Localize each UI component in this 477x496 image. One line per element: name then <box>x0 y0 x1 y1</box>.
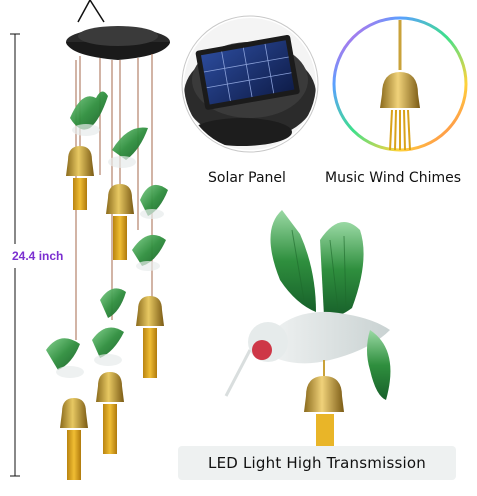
bell <box>60 146 164 428</box>
wind-chime-illustration <box>10 0 170 480</box>
gold-bell <box>304 376 344 412</box>
height-measurement: 24.4 inch <box>12 249 64 263</box>
bell-closeup <box>332 16 468 152</box>
solar-panel-label: Solar Panel <box>208 170 286 186</box>
bird-body <box>260 311 390 364</box>
gold-bell <box>380 72 420 108</box>
red-throat <box>252 340 272 360</box>
bird-tail <box>367 330 391 400</box>
tassel <box>67 178 157 480</box>
led-banner: LED Light High Transmission <box>178 446 456 480</box>
height-bracket <box>10 33 20 477</box>
hummingbird-closeup <box>224 210 391 460</box>
bird-beak <box>224 349 252 397</box>
bird-wing <box>270 210 316 312</box>
hanging-cord <box>77 0 105 23</box>
solar-panel-closeup <box>181 15 319 153</box>
led-banner-text: LED Light High Transmission <box>208 454 426 472</box>
hummingbird <box>46 91 168 370</box>
music-chimes-label: Music Wind Chimes <box>325 170 462 186</box>
